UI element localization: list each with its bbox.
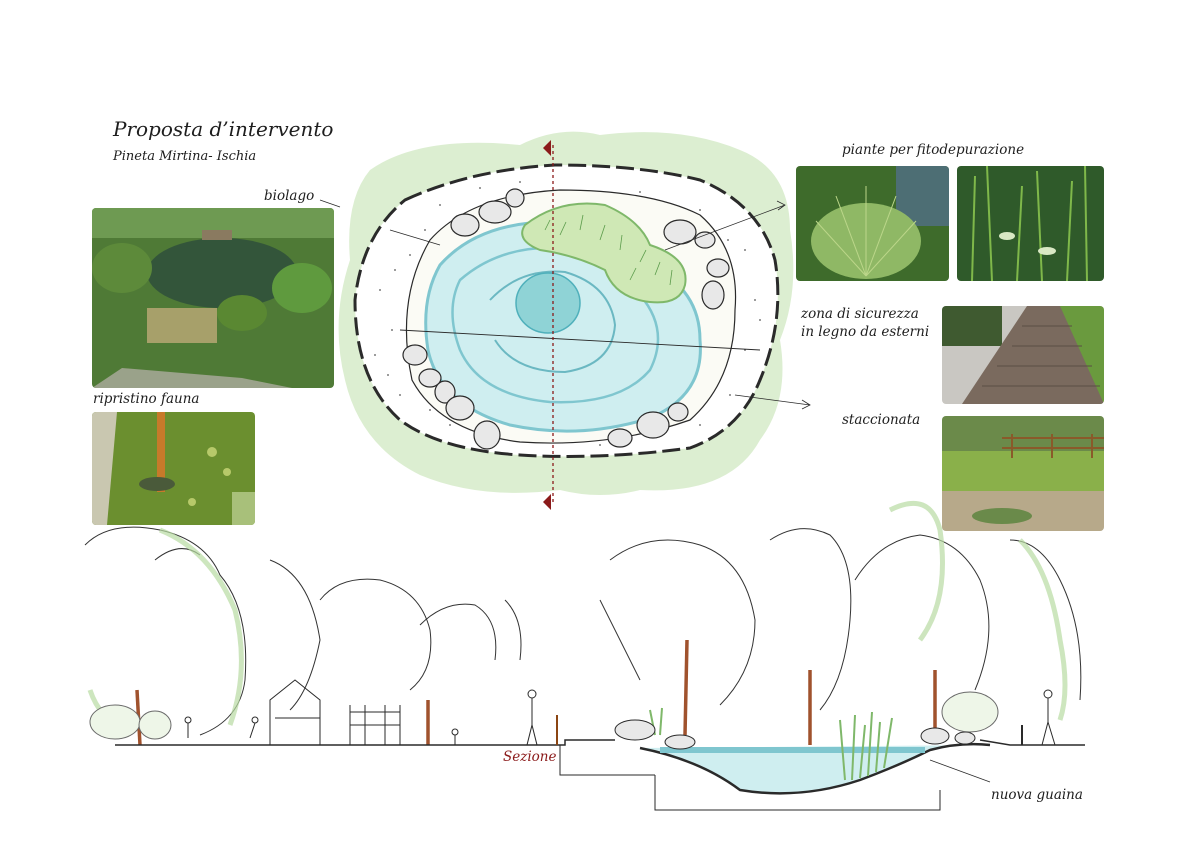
section-marker-bottom <box>543 494 551 510</box>
grass-photo <box>796 166 949 281</box>
rocks <box>402 188 730 450</box>
basin-left-wall <box>559 745 655 776</box>
vegetation-strokes <box>544 214 673 286</box>
label-zona-sicurezza-2: in legno da esterni <box>801 324 930 340</box>
leader-guaina <box>929 759 991 783</box>
basin-foundation <box>654 775 941 811</box>
fauna-photo <box>92 412 255 525</box>
leader-piante <box>664 204 786 251</box>
tree-trunks <box>135 639 937 746</box>
pergola <box>269 679 401 745</box>
page-subtitle: Pineta Mirtina- Ischia <box>113 149 257 164</box>
label-ripristino-fauna: ripristino fauna <box>93 391 200 407</box>
reeds-photo <box>957 166 1104 281</box>
ground-line <box>115 739 1085 746</box>
label-zona-sicurezza-1: zona di sicurezza <box>801 306 919 322</box>
leader-biolago <box>319 199 341 208</box>
pond-liner <box>639 742 991 795</box>
page-title: Proposta d’intervento <box>113 117 334 141</box>
section-marker-top <box>543 140 551 156</box>
fence-photo <box>942 416 1104 531</box>
leader-staccionata <box>734 394 811 406</box>
section-rocks <box>614 719 976 750</box>
pond-deep-zone <box>515 272 581 334</box>
dimension-line <box>399 329 761 351</box>
label-piante-fitodepurazione: piante per fitodepurazione <box>842 142 1025 158</box>
section-tree-wash <box>87 500 1068 738</box>
section-bushes <box>89 691 999 740</box>
section-trees <box>84 526 1082 736</box>
label-biolago: biolago <box>264 188 315 204</box>
label-staccionata: staccionata <box>842 412 921 428</box>
walkway-photo <box>942 306 1104 404</box>
section-reeds <box>649 707 893 781</box>
label-sezione: Sezione <box>503 749 557 765</box>
section-people <box>184 689 1056 746</box>
label-nuova-guaina: nuova guaina <box>991 787 1083 803</box>
biolago-photo <box>92 208 334 388</box>
